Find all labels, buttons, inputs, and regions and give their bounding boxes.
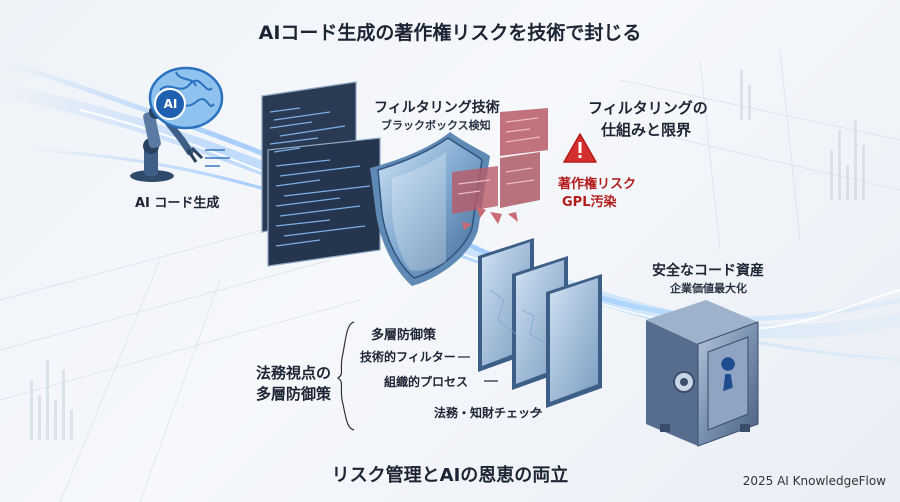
legal-view-line1: 法務視点の: [256, 364, 332, 382]
filter-mechanism-line1: フィルタリングの: [588, 99, 708, 117]
ai-generation-label: AI コード生成: [135, 196, 220, 211]
multilayer-item-legal: 法務・知財チェック: [434, 406, 543, 420]
multilayer-filter-panels-icon: [478, 238, 602, 408]
multilayer-group-label: 多層防御策: [371, 328, 437, 343]
risk-code-fragments-icon: [452, 108, 548, 230]
multilayer-item-technical: 技術的フィルター: [360, 350, 456, 364]
bottom-title: リスク管理とAIの恩恵の両立: [331, 465, 569, 486]
safe-asset-subtitle: 企業価値最大化: [670, 282, 747, 295]
risk-line1: 著作権リスク: [558, 177, 637, 192]
safe-icon: [646, 300, 759, 447]
legal-bracket: [336, 321, 355, 431]
multilayer-item-organizational: 組織的プロセス: [384, 375, 469, 389]
ai-icon-label: AI: [163, 97, 178, 111]
warning-icon: [563, 133, 597, 163]
risk-line2: GPL汚染: [562, 195, 617, 210]
footer-credit: 2025 AI KnowledgeFlow: [742, 474, 886, 488]
filter-tech-subtitle: ブラックボックス検知: [381, 119, 491, 132]
code-panel-icon: [261, 81, 381, 267]
filter-tech-title: フィルタリング技術: [374, 100, 500, 116]
safe-asset-title: 安全なコード資産: [652, 263, 764, 279]
brain-icon: [148, 66, 224, 130]
filter-mechanism-line2: 仕組みと限界: [601, 121, 692, 139]
legal-view-line2: 多層防御策: [256, 385, 332, 403]
page-title: AIコード生成の著作権リスクを技術で封じる: [258, 22, 642, 44]
